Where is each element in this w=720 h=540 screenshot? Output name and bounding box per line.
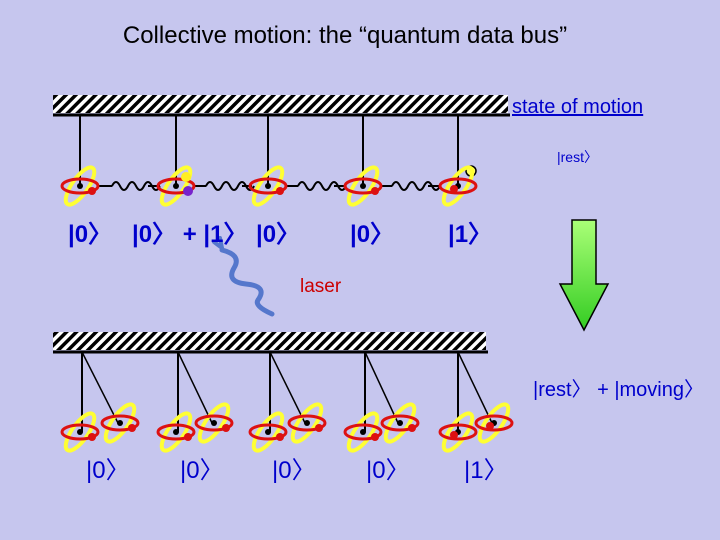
atom-icon	[438, 165, 478, 207]
atom-icon	[474, 402, 514, 444]
laser-photon-icon	[212, 236, 275, 317]
atom-icon	[156, 411, 196, 453]
atom-icon	[248, 411, 288, 453]
atom-icon	[156, 165, 196, 207]
bottom-displaced-strings	[81, 351, 493, 424]
top-qubit-state: |1〉	[448, 221, 493, 248]
ket-rest-moving-label: |rest〉 + |moving〉	[533, 379, 704, 401]
top-qubit-state: |0〉	[68, 221, 113, 248]
atom-icon	[343, 165, 383, 207]
ket-rest-label: |rest〉	[557, 149, 598, 165]
atom-icon	[60, 165, 100, 207]
bottom-qubit-state: |0〉	[180, 457, 224, 484]
atom-icon	[343, 411, 383, 453]
state-of-motion-link[interactable]: state of motion	[512, 96, 644, 118]
atom-icon	[438, 411, 478, 453]
arrow-down-icon	[558, 219, 610, 332]
bottom-ceiling-hatch	[53, 332, 486, 350]
atom-icon	[100, 402, 140, 444]
top-qubit-state: |0〉	[256, 221, 301, 248]
top-qubit-state: |0〉 + |1〉	[132, 221, 248, 248]
top-ceiling-hatch	[53, 95, 508, 113]
bottom-qubit-state: |1〉	[464, 457, 508, 484]
bottom-atoms-moving	[100, 402, 514, 444]
atom-icon	[194, 402, 234, 444]
slide-title: Collective motion: the “quantum data bus…	[122, 22, 568, 49]
bottom-atoms-rest	[60, 411, 478, 453]
atom-icon	[60, 411, 100, 453]
bottom-qubit-state: |0〉	[272, 457, 316, 484]
atom-icon	[287, 402, 327, 444]
top-atoms	[60, 165, 478, 207]
bottom-qubit-state: |0〉	[86, 457, 130, 484]
laser-label: laser	[300, 276, 342, 297]
top-qubit-state: |0〉	[350, 221, 395, 248]
atom-icon	[380, 402, 420, 444]
atom-icon	[248, 165, 288, 207]
bottom-qubit-state: |0〉	[366, 457, 410, 484]
